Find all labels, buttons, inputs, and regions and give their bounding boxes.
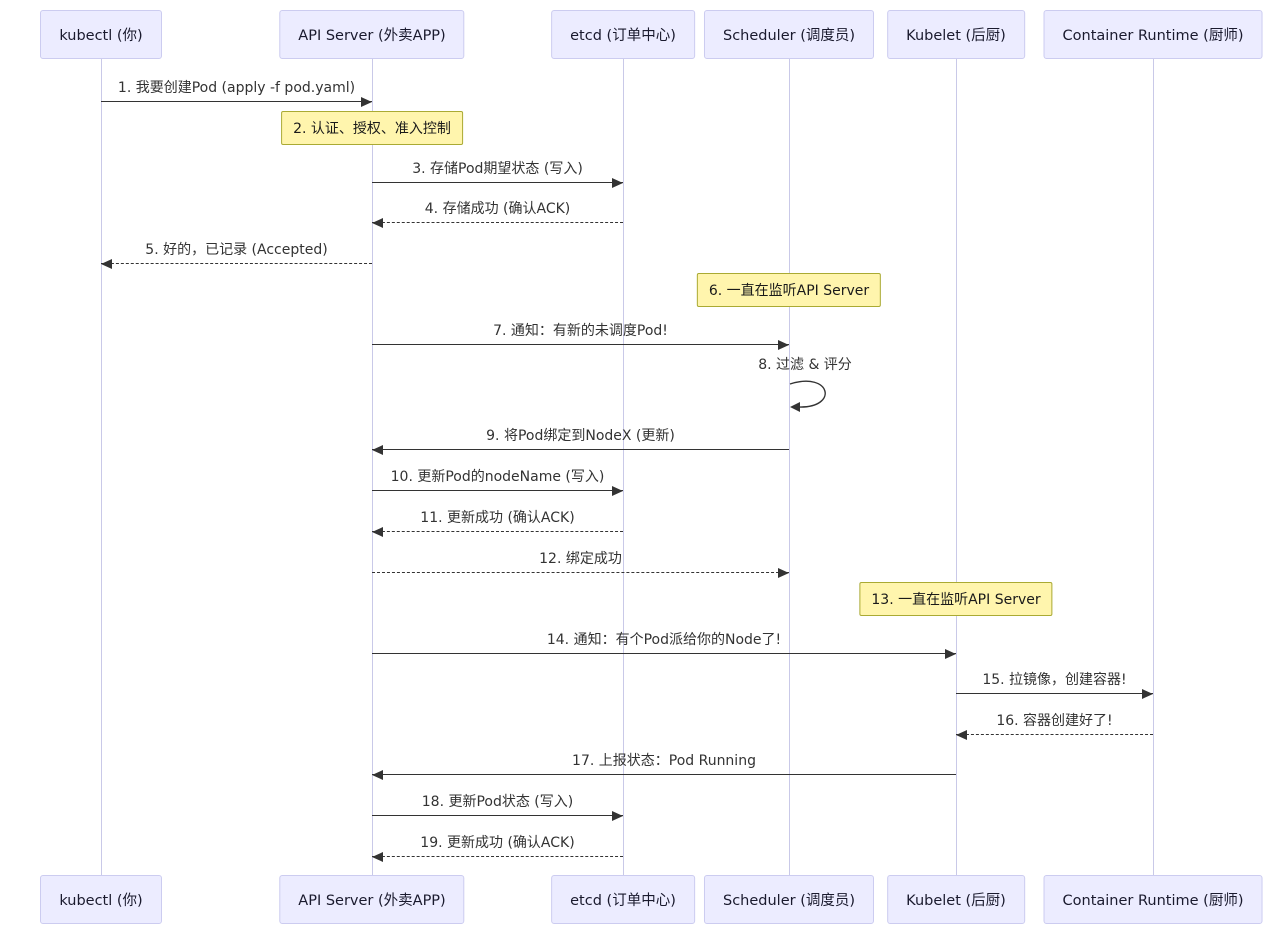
message-label-14: 14. 通知：有个Pod派给你的Node了! — [546, 632, 782, 648]
arrowhead-icon-7 — [778, 339, 789, 350]
participant-bottom-kubectl: kubectl (你) — [40, 875, 162, 924]
participant-top-container-runtime: Container Runtime (厨师) — [1043, 10, 1263, 59]
message-line-5 — [101, 263, 372, 264]
self-loop-arrow-8 — [789, 380, 843, 420]
arrowhead-icon-10 — [612, 485, 623, 496]
arrowhead-icon-18 — [612, 810, 623, 821]
message-line-18 — [372, 815, 623, 816]
participant-bottom-scheduler: Scheduler (调度员) — [703, 875, 875, 924]
note-6: 6. 一直在监听API Server — [696, 273, 882, 307]
participant-bottom-kubelet: Kubelet (后厨) — [887, 875, 1025, 924]
self-loop-icon — [789, 380, 826, 412]
arrowhead-icon-15 — [1142, 688, 1153, 699]
lifeline-scheduler — [788, 59, 790, 875]
participant-top-scheduler: Scheduler (调度员) — [703, 10, 875, 59]
participant-bottom-container-runtime: Container Runtime (厨师) — [1043, 875, 1263, 924]
message-line-19 — [372, 856, 623, 857]
arrowhead-icon-9 — [372, 444, 383, 455]
message-label-8: 8. 过滤 & 评分 — [758, 357, 852, 373]
lifeline-kubectl — [100, 59, 102, 875]
lifeline-kubelet — [955, 59, 957, 875]
participant-top-kubectl: kubectl (你) — [40, 10, 162, 59]
message-line-9 — [372, 449, 789, 450]
message-line-3 — [372, 182, 623, 183]
message-label-11: 11. 更新成功 (确认ACK) — [420, 510, 575, 526]
note-13: 13. 一直在监听API Server — [859, 582, 1053, 616]
message-line-17 — [372, 774, 956, 775]
arrowhead-icon-4 — [372, 217, 383, 228]
message-line-1 — [101, 101, 372, 102]
message-label-16: 16. 容器创建好了! — [996, 713, 1113, 729]
message-label-4: 4. 存储成功 (确认ACK) — [424, 201, 571, 217]
arrowhead-icon-12 — [778, 567, 789, 578]
participant-top-etcd: etcd (订单中心) — [551, 10, 695, 59]
message-label-9: 9. 将Pod绑定到NodeX (更新) — [486, 428, 675, 444]
participant-bottom-etcd: etcd (订单中心) — [551, 875, 695, 924]
arrowhead-icon-19 — [372, 851, 383, 862]
arrowhead-icon-11 — [372, 526, 383, 537]
message-line-4 — [372, 222, 623, 223]
message-label-7: 7. 通知：有新的未调度Pod! — [493, 323, 668, 339]
message-line-12 — [372, 572, 789, 573]
message-label-5: 5. 好的，已记录 (Accepted) — [145, 242, 328, 258]
arrowhead-icon-16 — [956, 729, 967, 740]
message-label-12: 12. 绑定成功 — [539, 551, 622, 567]
lifeline-etcd — [622, 59, 624, 875]
message-line-11 — [372, 531, 623, 532]
lifeline-api-server — [371, 59, 373, 875]
arrowhead-icon-14 — [945, 648, 956, 659]
message-label-15: 15. 拉镜像，创建容器! — [982, 672, 1127, 688]
note-2: 2. 认证、授权、准入控制 — [281, 111, 463, 145]
participant-top-kubelet: Kubelet (后厨) — [887, 10, 1025, 59]
arrowhead-icon-3 — [612, 177, 623, 188]
message-line-7 — [372, 344, 789, 345]
message-line-15 — [956, 693, 1153, 694]
message-line-14 — [372, 653, 956, 654]
participant-top-api-server: API Server (外卖APP) — [279, 10, 465, 59]
message-line-10 — [372, 490, 623, 491]
message-label-1: 1. 我要创建Pod (apply -f pod.yaml) — [117, 80, 356, 96]
message-label-10: 10. 更新Pod的nodeName (写入) — [390, 469, 605, 485]
message-label-18: 18. 更新Pod状态 (写入) — [421, 794, 574, 810]
message-line-16 — [956, 734, 1153, 735]
arrowhead-icon-17 — [372, 769, 383, 780]
lifeline-container-runtime — [1152, 59, 1154, 875]
arrowhead-icon-5 — [101, 258, 112, 269]
message-label-19: 19. 更新成功 (确认ACK) — [420, 835, 575, 851]
message-label-3: 3. 存储Pod期望状态 (写入) — [412, 161, 583, 177]
participant-bottom-api-server: API Server (外卖APP) — [279, 875, 465, 924]
message-label-17: 17. 上报状态：Pod Running — [572, 753, 756, 769]
arrowhead-icon-1 — [361, 96, 372, 107]
